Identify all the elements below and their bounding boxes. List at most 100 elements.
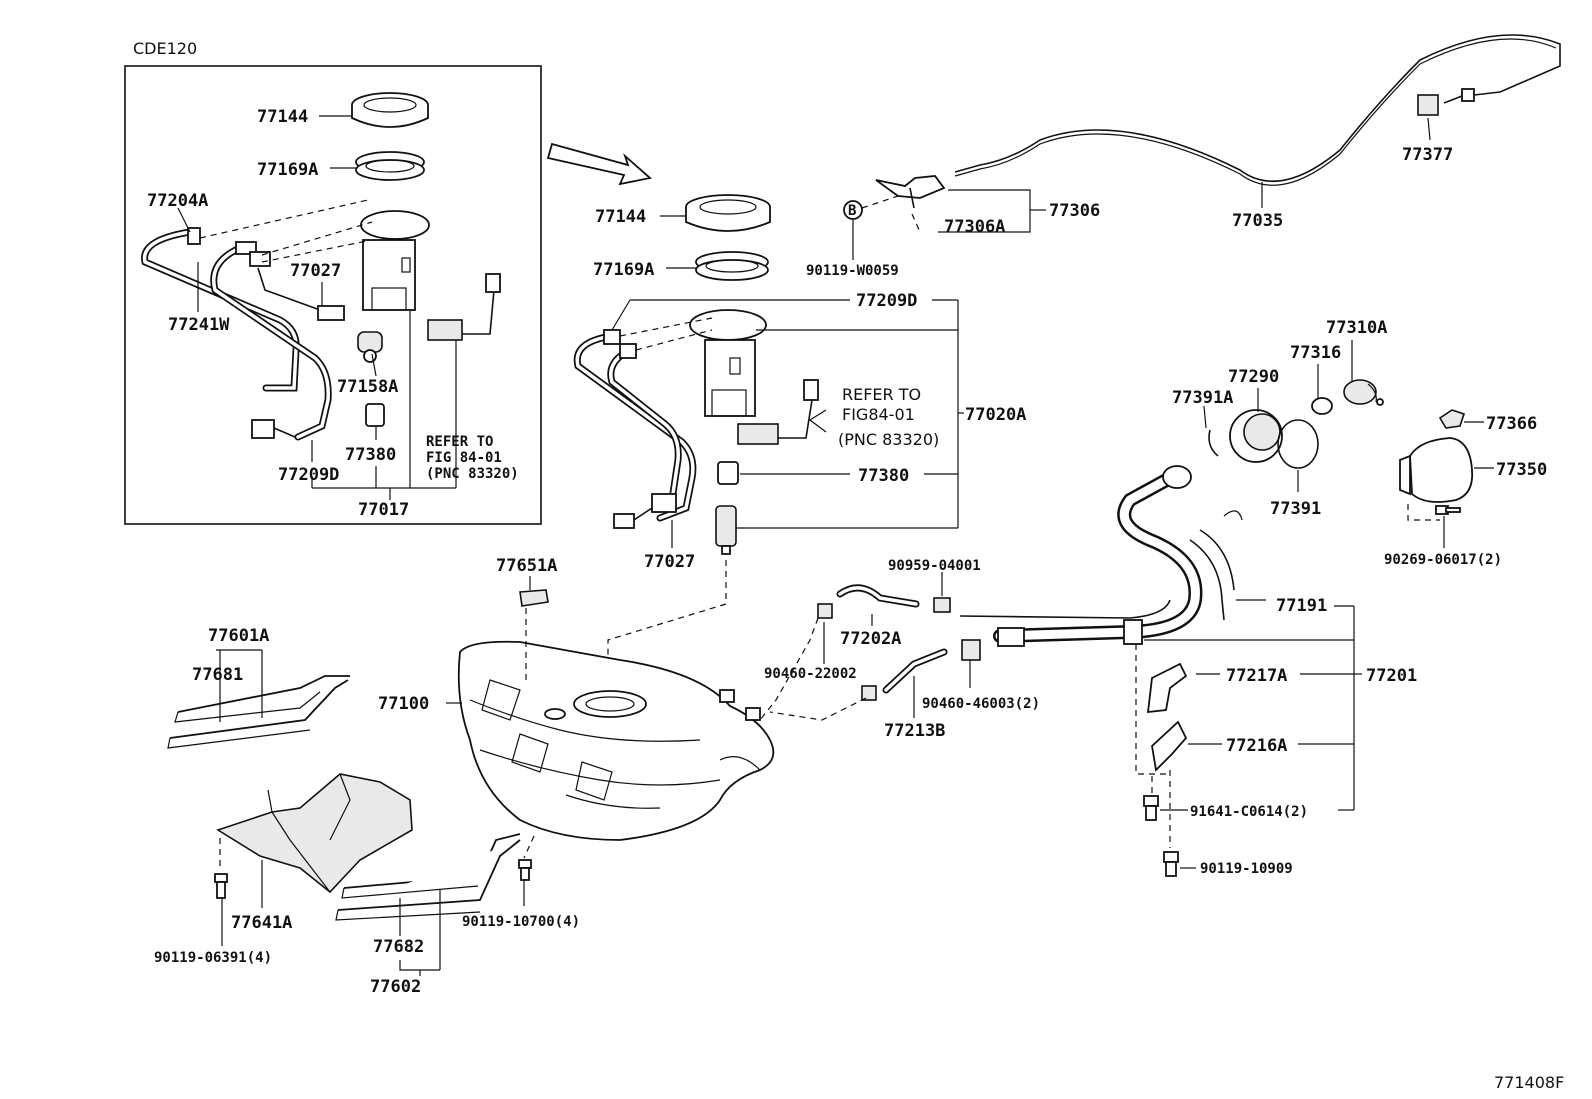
label-main-tube: 77027 (644, 552, 695, 572)
label-main-suction-tube: 77209D (856, 291, 917, 311)
inset-sender (427, 273, 501, 341)
main-refer-line-3: (PNC 83320) (838, 430, 939, 449)
label-clip-c: 90460-46003(2) (922, 696, 1040, 712)
main-gasket (695, 251, 769, 281)
hinge-icon (1438, 409, 1466, 429)
label-ring: 77391A (1172, 388, 1233, 408)
inset-label-regulator: 77158A (337, 377, 398, 397)
cable-end-fitting (1417, 88, 1501, 116)
fuel-inlet-pipe (959, 465, 1266, 647)
label-main-gasket: 77169A (593, 260, 654, 280)
main-refer-line-2: FIG84-01 (842, 405, 915, 424)
bolt-c-icon (1143, 795, 1159, 821)
screw-icon (1435, 505, 1461, 515)
seal-ring-icon (1208, 419, 1319, 469)
fuel-cap-icon (1343, 379, 1384, 406)
label-clip-b: 90460-22002 (764, 666, 857, 682)
label-band-a: 77601A (208, 626, 269, 646)
tank-protector (216, 773, 413, 894)
label-lever: 77306A (944, 217, 1005, 237)
main-lock-ring (685, 194, 771, 232)
label-protector: 77641A (231, 913, 292, 933)
inset-frame (124, 65, 542, 525)
inset-label-assembly: 77017 (358, 500, 409, 520)
label-cap: 77310A (1326, 318, 1387, 338)
tank-band-upper (167, 675, 350, 749)
inset-label-gasket: 77169A (257, 160, 318, 180)
fuel-tank (457, 640, 775, 841)
label-screw: 90269-06017(2) (1384, 552, 1502, 568)
clip-c-icon (961, 639, 981, 661)
label-main-filter: 77380 (858, 466, 909, 486)
vent-hose-b (836, 584, 920, 608)
label-cable: 77035 (1232, 211, 1283, 231)
inset-refer-line-1: REFER TO (426, 434, 493, 450)
main-filter (717, 461, 739, 485)
label-cap-gasket: 77316 (1290, 343, 1341, 363)
main-sender (737, 379, 819, 445)
main-strainer (715, 505, 737, 555)
clip-b-icon (817, 603, 877, 701)
inset-regulator (357, 331, 383, 363)
inset-gasket (355, 151, 425, 181)
label-inlet-pipe: 77191 (1276, 596, 1327, 616)
label-bolt-d: 90119-10909 (1200, 861, 1293, 877)
inset-pump (360, 210, 430, 311)
tank-band-lower (335, 833, 521, 921)
inset-label-suction-tube: 77209D (278, 465, 339, 485)
bolt-d-icon (1163, 770, 1179, 877)
label-vent-bolt: 90119-W0059 (806, 263, 899, 279)
fuel-lid-icon (1399, 437, 1474, 503)
label-tank: 77100 (378, 694, 429, 714)
label-bolt-b: 90119-10700(4) (462, 914, 580, 930)
label-hinge: 77366 (1486, 414, 1537, 434)
label-clip-a: 90959-04001 (888, 558, 981, 574)
label-bolt-c: 91641-C0614(2) (1190, 804, 1308, 820)
tank-cushion (519, 589, 549, 607)
clip-a-icon (933, 597, 951, 613)
inset-label-filter: 77380 (345, 445, 396, 465)
direction-arrow (546, 142, 652, 186)
label-band-c: 77682 (373, 937, 424, 957)
label-bracket-b: 77216A (1226, 736, 1287, 756)
label-inlet-assy: 77201 (1366, 666, 1417, 686)
bracket-a-icon (1146, 662, 1188, 714)
inlet-leaders (1144, 605, 1362, 869)
inset-leaders (177, 115, 457, 500)
label-filler-cap: 77290 (1228, 367, 1279, 387)
inset-label-lock-ring: 77144 (257, 107, 308, 127)
label-cable-end: 77377 (1402, 145, 1453, 165)
figure-number: 771408F (1494, 1073, 1564, 1092)
callout-circle-b (843, 200, 863, 220)
inset-refer-line-3: (PNC 83320) (426, 466, 519, 482)
main-fuel-lines (573, 329, 697, 529)
main-pump-leaders (611, 215, 964, 548)
label-band-b: 77681 (192, 665, 243, 685)
cap-gasket-icon (1311, 397, 1333, 415)
fuel-hose-c (882, 648, 948, 694)
label-main-pump-assembly: 77020A (965, 405, 1026, 425)
label-bracket-a: 77217A (1226, 666, 1287, 686)
main-pump (689, 309, 767, 417)
label-cushion: 77651A (496, 556, 557, 576)
inset-label-hose-a: 77204A (147, 191, 208, 211)
main-refer-line-1: REFER TO (842, 385, 921, 404)
label-lid: 77350 (1496, 460, 1547, 480)
inset-label-clamp: 77241W (168, 315, 230, 335)
lid-opener-lever (875, 175, 946, 233)
inset-fuel-lines (141, 227, 345, 441)
label-seal: 77391 (1270, 499, 1321, 519)
inset-lock-ring (351, 92, 429, 128)
variant-label: CDE120 (133, 39, 197, 58)
label-lever-assy: 77306 (1049, 201, 1100, 221)
callout-letter-b: B (848, 203, 856, 219)
inset-refer-line-2: FIG 84-01 (426, 450, 502, 466)
label-bolt-a: 90119-06391(4) (154, 950, 272, 966)
bracket-b-icon (1151, 720, 1188, 772)
label-main-lock-ring: 77144 (595, 207, 646, 227)
label-hose-b: 77202A (840, 629, 901, 649)
label-hose-c: 77213B (884, 721, 945, 741)
bolt-a-icon (214, 838, 228, 899)
lid-cable (954, 34, 1561, 183)
